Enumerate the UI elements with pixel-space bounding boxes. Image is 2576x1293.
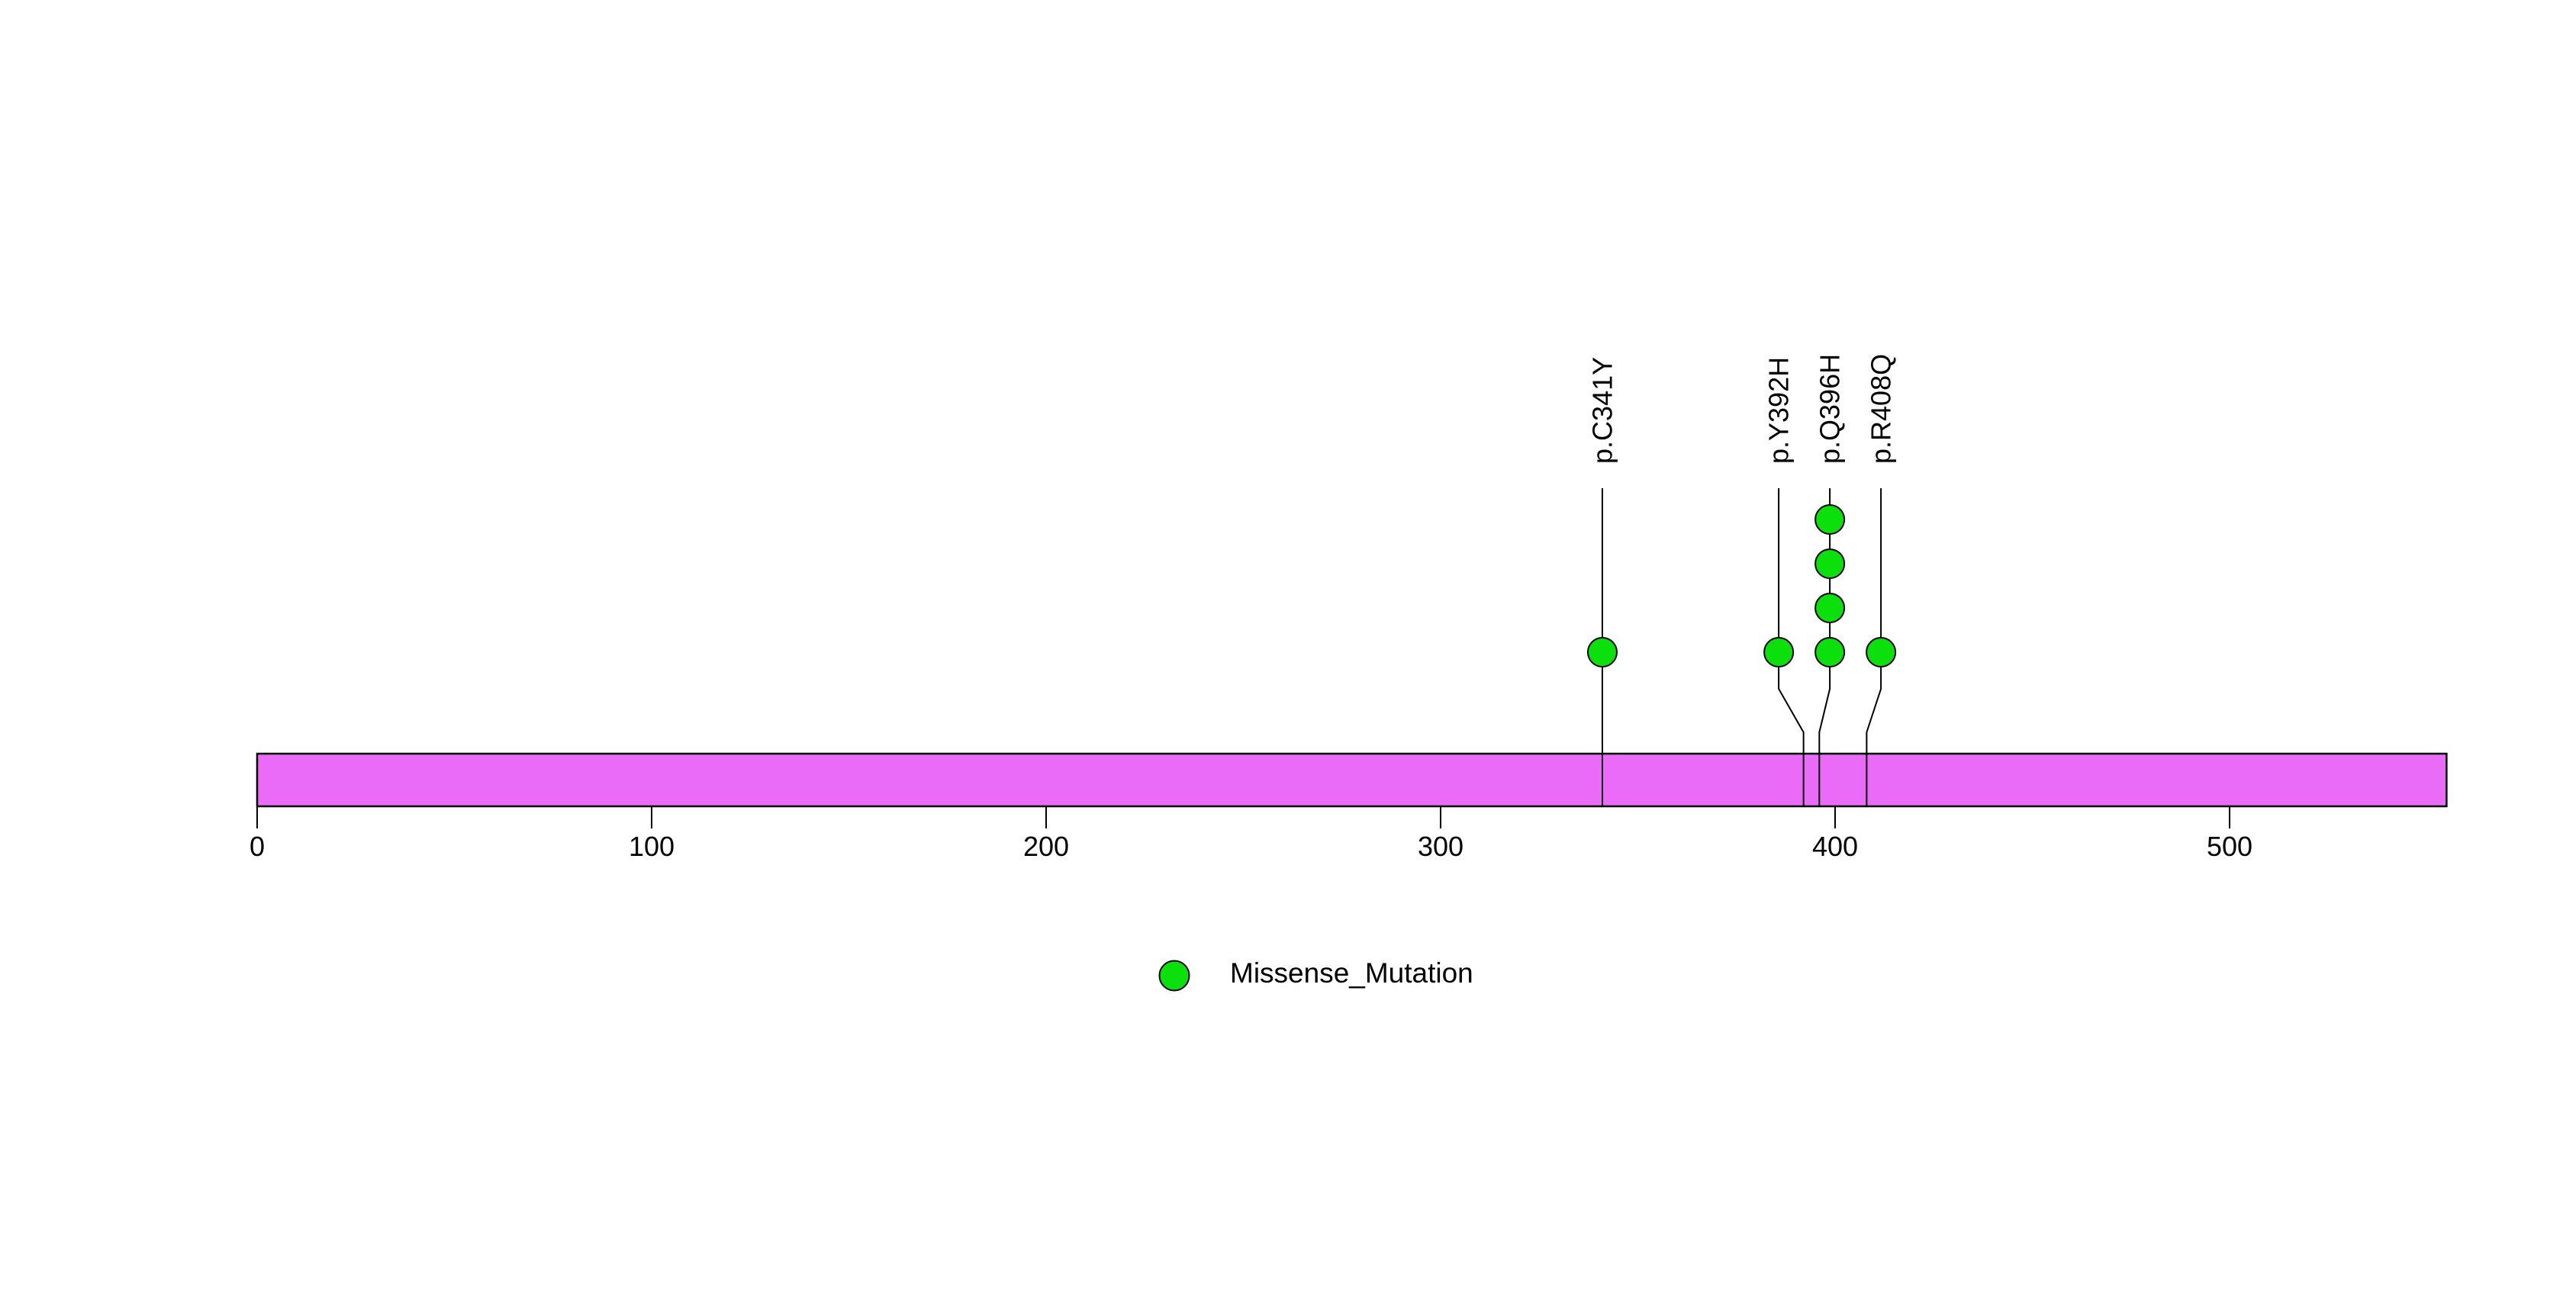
legend-swatch <box>1158 960 1190 992</box>
axis-tick-label: 0 <box>250 831 265 862</box>
mutation-dot <box>1866 637 1897 667</box>
mutation-dot <box>1814 548 1846 579</box>
axis-tick-label: 300 <box>1418 831 1463 862</box>
mutation-label: p.Q396H <box>1814 354 1846 464</box>
mutation-dot <box>1763 637 1795 667</box>
plot-root: 0 100 200 300 400 500 p.C341Y p.Y392H p.Q396H p.R… <box>250 354 2448 992</box>
protein-bar <box>256 752 2448 808</box>
mutation-label: p.C341Y <box>1586 357 1618 464</box>
lollipop-p.C341Y: p.C341Y <box>1586 357 1618 806</box>
axis-tick-label: 100 <box>629 831 675 862</box>
mutation-dot <box>1814 637 1846 667</box>
mutation-dot <box>1814 504 1846 535</box>
legend-label: Missense_Mutation <box>1230 957 1473 989</box>
mutation-dot <box>1586 637 1618 667</box>
lollipop-stem <box>1778 488 1805 806</box>
axis-tick-label: 500 <box>2207 831 2252 862</box>
x-axis: 0 100 200 300 400 500 <box>250 806 2252 862</box>
lollipop-stem <box>1818 488 1831 806</box>
mutation-label: p.Y392H <box>1763 357 1795 464</box>
mutation-label: p.R408Q <box>1866 354 1897 464</box>
axis-tick-label: 200 <box>1023 831 1069 862</box>
lollipop-p.R408Q: p.R408Q <box>1866 354 1897 806</box>
axis-tick-label: 400 <box>1812 831 1858 862</box>
lollipop-stem <box>1866 488 1882 806</box>
lollipop-p.Y392H: p.Y392H <box>1763 357 1805 806</box>
mutation-dot <box>1814 593 1846 623</box>
lollipop-p.Q396H: p.Q396H <box>1814 354 1846 806</box>
legend: Missense_Mutation <box>1158 957 1473 992</box>
